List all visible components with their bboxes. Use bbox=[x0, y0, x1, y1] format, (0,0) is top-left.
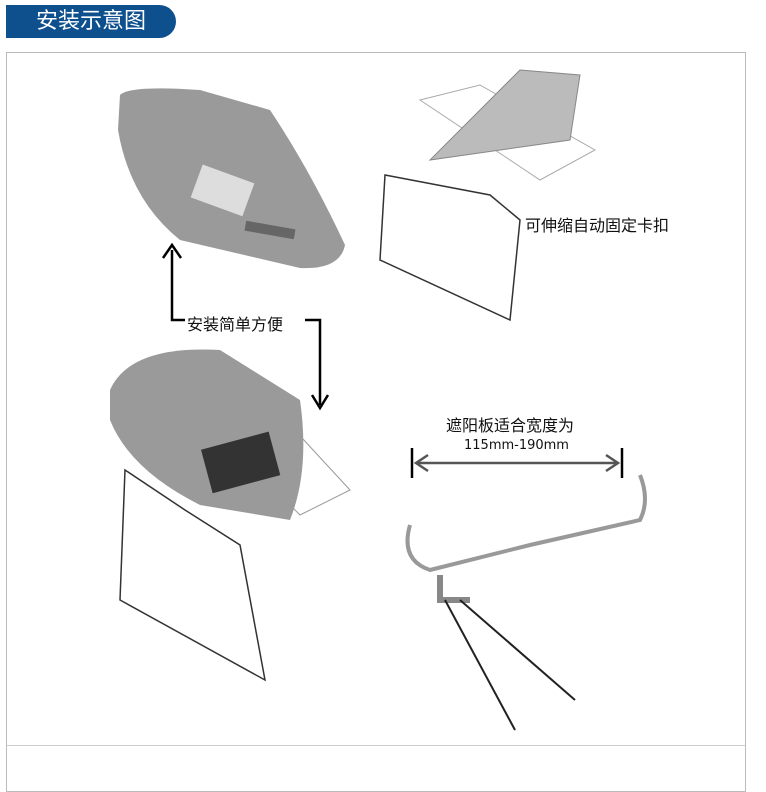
clip-label: 可伸缩自动固定卡扣 bbox=[525, 212, 670, 236]
clip-side-image bbox=[405, 474, 647, 731]
fit-width-label: 遮阳板适合宽度为 bbox=[446, 412, 575, 436]
easy-install-label: 安装简单方便 bbox=[187, 311, 284, 335]
divider bbox=[6, 745, 746, 746]
section-header: 安装示意图 bbox=[6, 5, 176, 38]
clip-image bbox=[379, 69, 597, 322]
sun-visor-image bbox=[118, 88, 345, 269]
width-range-label: 115mm-190mm bbox=[464, 438, 569, 453]
arrows bbox=[161, 242, 624, 478]
installation-illustration bbox=[110, 69, 647, 731]
installed-visor-image bbox=[110, 349, 351, 682]
